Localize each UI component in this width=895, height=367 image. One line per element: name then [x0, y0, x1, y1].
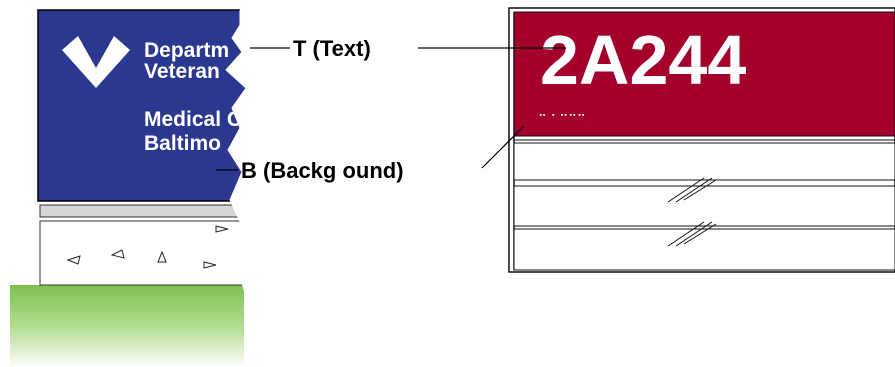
text-callout: T (Text)	[250, 36, 566, 61]
insert-slot-1	[513, 142, 895, 181]
left-sign-line1: Departm	[144, 39, 229, 62]
background-callout-label: B (Backg ound)	[241, 158, 404, 183]
insert-slot-3	[513, 228, 895, 271]
right-sign-panel	[513, 11, 895, 137]
room-number: 2A244	[540, 21, 746, 99]
left-sign: Departm Veteran Medical C Baltimo	[10, 9, 246, 367]
left-sign-line2: Veteran	[144, 60, 220, 83]
base-decoration	[66, 225, 229, 269]
text-callout-label: T (Text)	[293, 36, 371, 61]
left-sign-line3: Medical C	[144, 108, 242, 131]
braille-text: ⠒ ⠂⠒⠒⠒	[538, 109, 586, 123]
sign-band	[39, 204, 246, 218]
insert-slot-2	[513, 185, 895, 227]
glare-marks	[667, 177, 717, 247]
va-logo-icon	[62, 36, 130, 88]
left-sign-line4: Baltimo	[144, 132, 221, 155]
background-callout: B (Backg ound)	[216, 125, 525, 183]
ground-grass	[10, 285, 246, 367]
torn-edge	[225, 10, 247, 291]
right-sign: 2A244 ⠒ ⠂⠒⠒⠒	[508, 7, 895, 273]
background-callout-leader-right	[481, 125, 525, 169]
sign-base	[39, 220, 246, 286]
